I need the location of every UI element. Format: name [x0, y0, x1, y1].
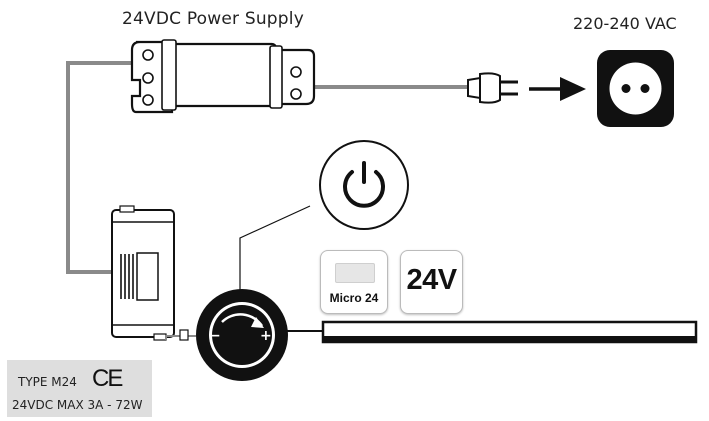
spec-rating: 24VDC MAX 3A - 72W: [12, 398, 143, 412]
driver-badge-label: Micro 24: [329, 291, 379, 305]
dimmer-plus-label: +: [260, 328, 272, 344]
arrow-right-icon: [529, 77, 586, 101]
led-strip: [321, 320, 698, 344]
power-button-bubble: [319, 140, 409, 230]
voltage-badge: 24V: [400, 250, 463, 314]
spec-plate: TYPE M24 CE 24VDC MAX 3A - 72W: [7, 360, 152, 417]
controller-box: [111, 205, 175, 341]
plug-icon: [467, 72, 518, 104]
power-supply-label: 24VDC Power Supply: [122, 9, 304, 29]
ce-mark: CE: [92, 365, 123, 392]
spec-type: TYPE M24: [18, 375, 77, 389]
voltage-badge-label: 24V: [406, 264, 457, 296]
mains-voltage-label: 220-240 VAC: [573, 14, 677, 33]
dimmer-knob: [196, 289, 288, 381]
driver-badge: Micro 24: [320, 250, 388, 314]
callout-line: [239, 205, 311, 300]
psu-screws: [142, 49, 302, 106]
cable-psu-to-controller: [66, 61, 132, 274]
socket-icon: [597, 50, 674, 127]
power-icon: [343, 170, 385, 208]
power-supply-unit: [130, 39, 316, 114]
driver-chip-icon: [335, 263, 375, 283]
dimmer-minus-label: −: [209, 328, 221, 344]
